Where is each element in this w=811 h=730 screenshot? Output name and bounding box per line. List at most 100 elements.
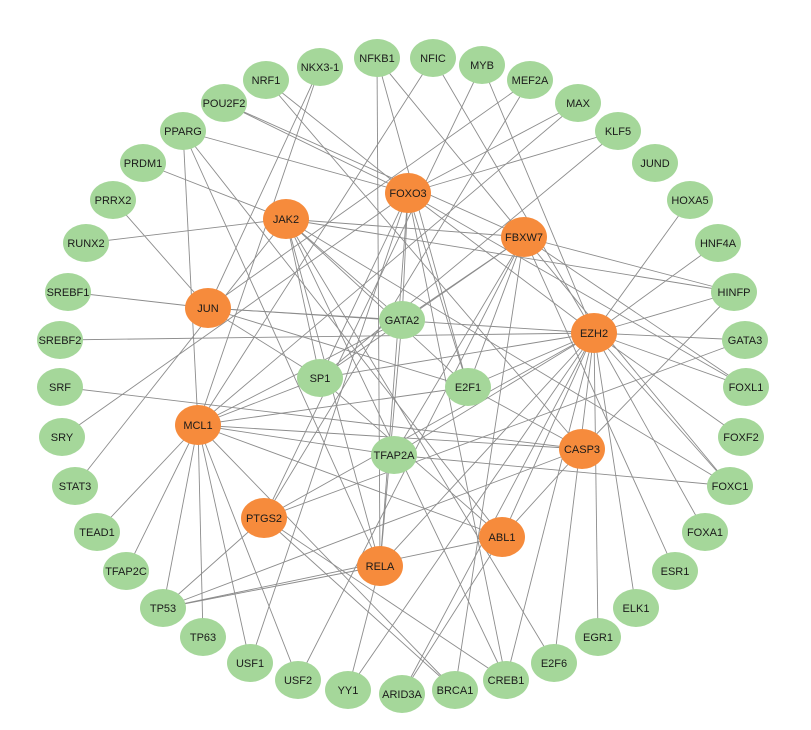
node-shape-max[interactable] xyxy=(555,84,601,122)
node-shape-nfkb1[interactable] xyxy=(354,39,400,77)
node-tead1[interactable]: TEAD1 xyxy=(74,513,120,551)
node-e2f6[interactable]: E2F6 xyxy=(531,644,577,682)
node-shape-ezh2[interactable] xyxy=(571,313,617,353)
node-hnf4a[interactable]: HNF4A xyxy=(695,224,741,262)
node-gata2[interactable]: GATA2 xyxy=(379,301,425,339)
node-shape-hnf4a[interactable] xyxy=(695,224,741,262)
node-shape-creb1[interactable] xyxy=(483,661,529,699)
node-shape-jak2[interactable] xyxy=(263,199,309,239)
node-srf[interactable]: SRF xyxy=(37,368,83,406)
node-yy1[interactable]: YY1 xyxy=(325,671,371,709)
node-shape-usf1[interactable] xyxy=(227,644,273,682)
node-shape-tp53[interactable] xyxy=(140,589,186,627)
node-brca1[interactable]: BRCA1 xyxy=(432,671,478,709)
node-tfap2a[interactable]: TFAP2A xyxy=(371,436,417,474)
node-shape-usf2[interactable] xyxy=(275,661,321,699)
node-sp1[interactable]: SP1 xyxy=(297,359,343,397)
node-shape-foxf2[interactable] xyxy=(718,418,764,456)
node-shape-tfap2c[interactable] xyxy=(103,552,149,590)
node-hoxa5[interactable]: HOXA5 xyxy=(667,181,713,219)
node-abl1[interactable]: ABL1 xyxy=(479,517,525,557)
node-shape-gata3[interactable] xyxy=(722,321,768,359)
node-shape-foxl1[interactable] xyxy=(723,368,769,406)
node-srebf2[interactable]: SREBF2 xyxy=(37,321,83,359)
node-shape-e2f1[interactable] xyxy=(445,368,491,406)
node-egr1[interactable]: EGR1 xyxy=(575,618,621,656)
node-shape-yy1[interactable] xyxy=(325,671,371,709)
node-shape-sp1[interactable] xyxy=(297,359,343,397)
node-shape-jund[interactable] xyxy=(632,144,678,182)
node-jund[interactable]: JUND xyxy=(632,144,678,182)
node-casp3[interactable]: CASP3 xyxy=(559,429,605,469)
node-srebf1[interactable]: SREBF1 xyxy=(45,273,91,311)
node-shape-tead1[interactable] xyxy=(74,513,120,551)
node-usf2[interactable]: USF2 xyxy=(275,661,321,699)
node-shape-nkx3-1[interactable] xyxy=(297,48,343,86)
node-shape-prdm1[interactable] xyxy=(120,144,166,182)
node-shape-foxa1[interactable] xyxy=(682,513,728,551)
node-myb[interactable]: MYB xyxy=(459,46,505,84)
node-foxo3[interactable]: FOXO3 xyxy=(385,173,431,213)
node-elk1[interactable]: ELK1 xyxy=(613,589,659,627)
node-shape-myb[interactable] xyxy=(459,46,505,84)
node-foxa1[interactable]: FOXA1 xyxy=(682,513,728,551)
node-mef2a[interactable]: MEF2A xyxy=(507,61,553,99)
node-gata3[interactable]: GATA3 xyxy=(722,321,768,359)
node-shape-tfap2a[interactable] xyxy=(371,436,417,474)
node-shape-nfic[interactable] xyxy=(410,39,456,77)
node-ezh2[interactable]: EZH2 xyxy=(571,313,617,353)
node-shape-srf[interactable] xyxy=(37,368,83,406)
node-shape-sry[interactable] xyxy=(39,418,85,456)
node-sry[interactable]: SRY xyxy=(39,418,85,456)
node-jun[interactable]: JUN xyxy=(185,288,231,328)
node-creb1[interactable]: CREB1 xyxy=(483,661,529,699)
node-shape-mcl1[interactable] xyxy=(175,405,221,445)
node-mcl1[interactable]: MCL1 xyxy=(175,405,221,445)
node-shape-casp3[interactable] xyxy=(559,429,605,469)
node-rela[interactable]: RELA xyxy=(357,546,403,586)
node-shape-hoxa5[interactable] xyxy=(667,181,713,219)
node-shape-abl1[interactable] xyxy=(479,517,525,557)
node-pou2f2[interactable]: POU2F2 xyxy=(201,84,247,122)
node-pparg[interactable]: PPARG xyxy=(160,112,206,150)
node-shape-srebf1[interactable] xyxy=(45,273,91,311)
node-shape-gata2[interactable] xyxy=(379,301,425,339)
node-shape-foxo3[interactable] xyxy=(385,173,431,213)
node-klf5[interactable]: KLF5 xyxy=(595,112,641,150)
node-shape-foxc1[interactable] xyxy=(707,467,753,505)
node-shape-pparg[interactable] xyxy=(160,112,206,150)
node-tfap2c[interactable]: TFAP2C xyxy=(103,552,149,590)
node-foxf2[interactable]: FOXF2 xyxy=(718,418,764,456)
node-tp63[interactable]: TP63 xyxy=(180,618,226,656)
node-shape-brca1[interactable] xyxy=(432,671,478,709)
node-shape-rela[interactable] xyxy=(357,546,403,586)
node-shape-stat3[interactable] xyxy=(52,467,98,505)
node-jak2[interactable]: JAK2 xyxy=(263,199,309,239)
node-prdm1[interactable]: PRDM1 xyxy=(120,144,166,182)
node-shape-srebf2[interactable] xyxy=(37,321,83,359)
node-shape-ptgs2[interactable] xyxy=(241,498,287,538)
node-runx2[interactable]: RUNX2 xyxy=(63,224,109,262)
node-stat3[interactable]: STAT3 xyxy=(52,467,98,505)
node-hinfp[interactable]: HINFP xyxy=(711,273,757,311)
node-shape-prrx2[interactable] xyxy=(90,181,136,219)
node-prrx2[interactable]: PRRX2 xyxy=(90,181,136,219)
node-shape-arid3a[interactable] xyxy=(379,675,425,713)
node-max[interactable]: MAX xyxy=(555,84,601,122)
node-shape-nrf1[interactable] xyxy=(243,61,289,99)
node-nfkb1[interactable]: NFKB1 xyxy=(354,39,400,77)
node-ptgs2[interactable]: PTGS2 xyxy=(241,498,287,538)
node-shape-esr1[interactable] xyxy=(652,552,698,590)
node-shape-klf5[interactable] xyxy=(595,112,641,150)
node-tp53[interactable]: TP53 xyxy=(140,589,186,627)
node-esr1[interactable]: ESR1 xyxy=(652,552,698,590)
node-shape-tp63[interactable] xyxy=(180,618,226,656)
node-shape-elk1[interactable] xyxy=(613,589,659,627)
node-nkx3-1[interactable]: NKX3-1 xyxy=(297,48,343,86)
node-shape-runx2[interactable] xyxy=(63,224,109,262)
node-shape-hinfp[interactable] xyxy=(711,273,757,311)
node-shape-jun[interactable] xyxy=(185,288,231,328)
node-shape-e2f6[interactable] xyxy=(531,644,577,682)
node-nrf1[interactable]: NRF1 xyxy=(243,61,289,99)
node-usf1[interactable]: USF1 xyxy=(227,644,273,682)
